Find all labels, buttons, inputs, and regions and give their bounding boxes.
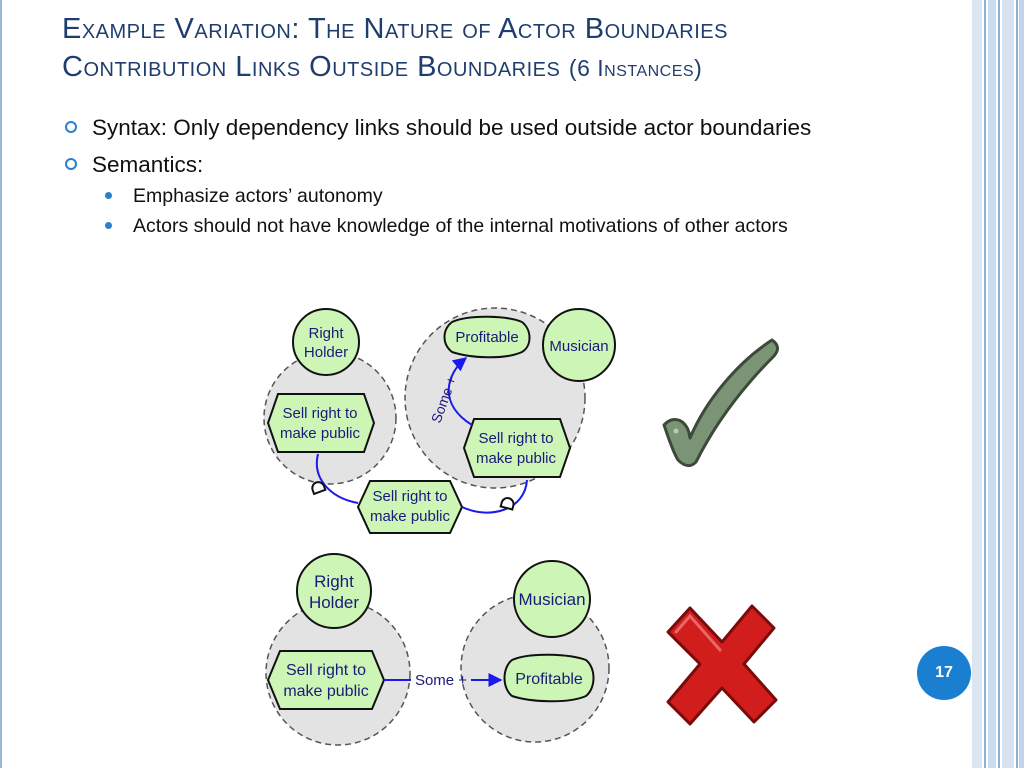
- slide-border: [0, 0, 2, 768]
- dependency-link-left: [315, 453, 359, 504]
- task-right-line2: make public: [476, 450, 557, 467]
- task-sell-right-bottom: [266, 650, 386, 710]
- bullet-list: Syntax: Only dependency links should be …: [62, 114, 912, 244]
- right-decoration: [972, 0, 1024, 768]
- dependency-link-right: [461, 479, 528, 514]
- sub-bullet-marker: [105, 222, 112, 229]
- dependum-line2: make public: [370, 508, 451, 525]
- checkmark-icon: [662, 338, 779, 468]
- softgoal-profitable-bottom-label: Profitable: [515, 671, 583, 688]
- task-left-line1: Sell right to: [282, 405, 357, 422]
- title-line-2: Contribution Links Outside Boundaries (6…: [62, 48, 942, 87]
- dependum-line1: Sell right to: [372, 488, 447, 505]
- actor-right-holder: [292, 308, 360, 376]
- task-sell-right-right: [462, 418, 572, 478]
- bullet-text: Semantics:: [92, 152, 204, 177]
- actor-musician: [542, 308, 616, 382]
- dependency-d-mark-right: [499, 497, 515, 511]
- title-line-1: Example Variation: The Nature of Actor B…: [62, 13, 728, 45]
- softgoal-profitable: [443, 315, 531, 359]
- bullet-semantics: Semantics:: [62, 151, 912, 178]
- page-number-badge: 17: [917, 646, 971, 700]
- actor-right-holder-bottom-line1: Right: [314, 572, 354, 591]
- task-sell-right-left: [266, 393, 376, 453]
- sub-bullet-text: Actors should not have knowledge of the …: [133, 215, 788, 237]
- bullet-marker: [65, 121, 77, 133]
- task-bottom-line2: make public: [283, 683, 368, 700]
- title-line-2-main: Contribution Links Outside Boundaries: [62, 51, 561, 83]
- top-diagram: Right Holder Musician Profitable Sell ri…: [263, 307, 616, 534]
- contribution-label-bottom: Some +: [415, 672, 467, 689]
- sub-bullet-autonomy: Emphasize actors’ autonomy: [62, 184, 912, 208]
- sub-bullet-knowledge: Actors should not have knowledge of the …: [62, 214, 912, 238]
- actor-right-holder-bottom: [296, 553, 372, 629]
- bottom-diagram: Right Holder Musician Sell right to make…: [265, 553, 610, 746]
- actor-musician-label: Musician: [549, 338, 608, 355]
- task-left-line2: make public: [280, 425, 361, 442]
- actor-right-holder-line1: Right: [308, 325, 344, 342]
- actor-right-holder-bottom-line2: Holder: [309, 593, 359, 612]
- slide-title: Example Variation: The Nature of Actor B…: [62, 10, 942, 87]
- sub-bullet-marker: [105, 192, 112, 199]
- bullet-syntax: Syntax: Only dependency links should be …: [62, 114, 912, 141]
- dependency-d-mark-left: [311, 481, 327, 496]
- contribution-link-top: [447, 357, 473, 426]
- task-bottom-line1: Sell right to: [286, 662, 366, 679]
- bullet-marker: [65, 158, 77, 170]
- actor-right-holder-line2: Holder: [304, 344, 348, 361]
- dependum-sell-right: [356, 480, 464, 534]
- cross-icon: [666, 604, 778, 726]
- bullet-text: Syntax: Only dependency links should be …: [92, 115, 812, 140]
- sub-bullet-text: Emphasize actors’ autonomy: [133, 185, 383, 207]
- softgoal-profitable-bottom: [503, 653, 595, 703]
- actor-musician-bottom-label: Musician: [518, 590, 585, 609]
- title-line-2-small: (6 Instances): [568, 55, 703, 81]
- softgoal-profitable-label: Profitable: [455, 329, 518, 346]
- task-right-line1: Sell right to: [478, 430, 553, 447]
- actor-musician-bottom: [513, 560, 591, 638]
